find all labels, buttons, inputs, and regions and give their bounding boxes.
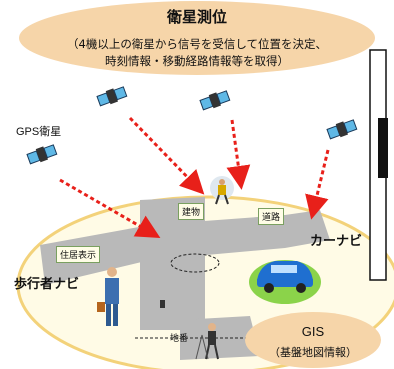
surveyor-icon bbox=[210, 176, 234, 205]
title-main: 衛星測位 bbox=[166, 8, 227, 26]
signal-arrows bbox=[59, 116, 330, 239]
signal-arrow-3 bbox=[226, 119, 251, 190]
title-subtitle-line2: 時刻情報・移動経路情報等を取得） bbox=[105, 54, 289, 68]
building-label: 建物 bbox=[178, 203, 205, 220]
building-wall bbox=[369, 49, 388, 281]
title-subtitle-line1: （4機以上の衛星から信号を受信して位置を決定、 bbox=[67, 37, 327, 51]
signal-arrow-1 bbox=[59, 178, 161, 239]
roundabout bbox=[170, 253, 220, 273]
satellite-3-icon bbox=[199, 90, 231, 111]
gis-bubble bbox=[245, 312, 381, 368]
address-display-label: 住居表示 bbox=[56, 246, 101, 263]
gps-satellite-label: GPS衛星 bbox=[16, 126, 62, 138]
signal-arrow-4 bbox=[305, 149, 330, 220]
phone-icon bbox=[160, 300, 165, 308]
pedestrian-navi-label: 歩行者ナビ bbox=[14, 277, 80, 292]
gis-title: GIS bbox=[301, 324, 325, 339]
lot-number-label: 地番 bbox=[170, 334, 189, 344]
car-navi-label: カーナビ bbox=[310, 234, 363, 249]
signal-arrow-2 bbox=[128, 116, 205, 195]
satellite-2-icon bbox=[96, 86, 128, 107]
satellite-1-icon bbox=[26, 144, 58, 165]
satellite-4-icon bbox=[326, 119, 358, 140]
road-label: 道路 bbox=[258, 208, 285, 225]
pedestrian-icon bbox=[97, 267, 119, 326]
car-icon bbox=[257, 261, 313, 293]
satellite-positioning-bubble bbox=[19, 1, 375, 75]
gis-subtitle: （基盤地図情報） bbox=[269, 346, 357, 359]
tripod-surveyor-icon bbox=[195, 323, 219, 360]
